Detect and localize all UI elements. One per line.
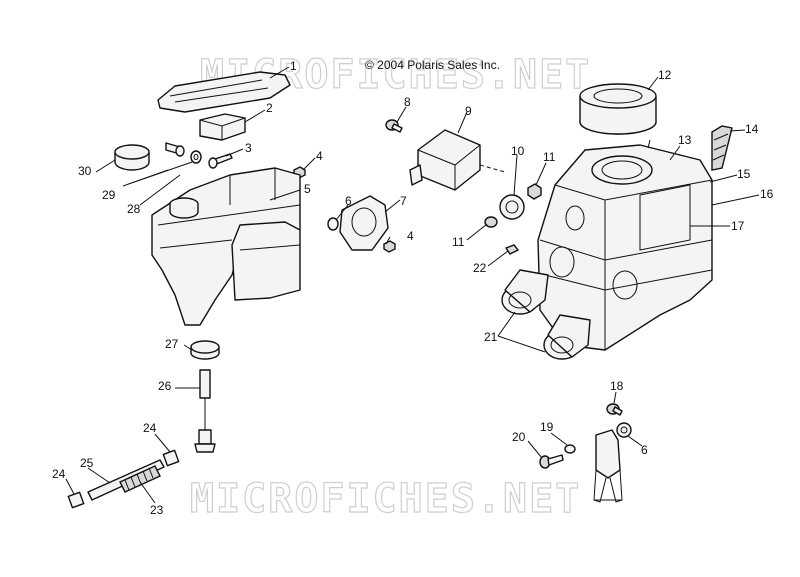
callout-4-upper: 4 bbox=[316, 149, 323, 163]
callout-13: 13 bbox=[678, 133, 692, 147]
part-level-sensor bbox=[194, 369, 216, 453]
dashed-leader-9 bbox=[479, 164, 506, 173]
callout-22: 22 bbox=[473, 261, 487, 275]
callout-6-left: 6 bbox=[345, 194, 352, 208]
callout-15: 15 bbox=[737, 167, 751, 181]
part-screw-18 bbox=[606, 403, 623, 416]
callout-25: 25 bbox=[80, 456, 94, 470]
callout-1: 1 bbox=[290, 59, 297, 73]
part-filler-cap bbox=[114, 144, 150, 171]
part-bolt-20 bbox=[539, 454, 564, 469]
part-screw bbox=[385, 119, 403, 133]
callout-9: 9 bbox=[465, 104, 472, 118]
part-bracket-assembly bbox=[327, 195, 389, 251]
callout-7: 7 bbox=[400, 194, 407, 208]
part-nut-11b bbox=[484, 216, 498, 228]
part-foam-filter bbox=[579, 83, 657, 135]
callout-19: 19 bbox=[540, 420, 554, 434]
callout-27: 27 bbox=[165, 337, 179, 351]
part-bolt-and-washer bbox=[165, 142, 202, 164]
part-washer-6 bbox=[616, 422, 632, 438]
part-bolt bbox=[208, 153, 233, 169]
callout-26: 26 bbox=[158, 379, 172, 393]
watermark-bottom: MICROFICHES.NET bbox=[190, 476, 581, 522]
callout-6-right: 6 bbox=[641, 443, 648, 457]
callout-28: 28 bbox=[127, 202, 141, 216]
callout-24-upper: 24 bbox=[143, 421, 157, 435]
callout-23: 23 bbox=[150, 503, 164, 517]
part-nut-11a bbox=[527, 183, 542, 200]
callout-8: 8 bbox=[404, 95, 411, 109]
callout-11-upper: 11 bbox=[543, 150, 556, 164]
callout-16: 16 bbox=[760, 187, 774, 201]
callout-24-lower: 24 bbox=[52, 467, 66, 481]
part-intake-boot-upper bbox=[501, 269, 549, 315]
callout-11-lower: 11 bbox=[452, 235, 465, 249]
part-clip bbox=[711, 125, 733, 171]
callout-labels: 1 2 3 4 5 6 7 8 9 10 11 11 4 12 13 14 15… bbox=[52, 59, 774, 517]
part-seal-ring bbox=[499, 194, 525, 220]
callout-12: 12 bbox=[658, 68, 672, 82]
callout-2: 2 bbox=[266, 101, 273, 115]
callout-18: 18 bbox=[610, 379, 624, 393]
callout-3: 3 bbox=[245, 141, 252, 155]
copyright-text: © 2004 Polaris Sales Inc. bbox=[365, 58, 500, 72]
part-washer-19 bbox=[564, 444, 576, 454]
callout-14: 14 bbox=[745, 122, 759, 136]
part-oil-tank-cover bbox=[157, 71, 291, 113]
part-bolt-22 bbox=[504, 244, 520, 255]
callout-30: 30 bbox=[78, 164, 92, 178]
callout-10: 10 bbox=[511, 144, 525, 158]
callout-5: 5 bbox=[304, 182, 311, 196]
callout-21: 21 bbox=[484, 330, 498, 344]
part-pad bbox=[199, 113, 246, 141]
part-nut-lower bbox=[383, 240, 396, 253]
callout-17: 17 bbox=[731, 219, 745, 233]
part-airbox bbox=[537, 139, 713, 351]
callout-20: 20 bbox=[512, 430, 526, 444]
part-oil-tank bbox=[151, 167, 301, 326]
part-cdi-module bbox=[409, 129, 481, 191]
leader-lines bbox=[65, 66, 760, 504]
callout-29: 29 bbox=[102, 188, 116, 202]
part-intake-boot-lower bbox=[543, 314, 591, 360]
part-hose-assembly bbox=[67, 449, 180, 509]
part-mount-bracket bbox=[593, 429, 623, 503]
part-grommet bbox=[190, 340, 220, 360]
callout-4-lower: 4 bbox=[407, 229, 414, 243]
